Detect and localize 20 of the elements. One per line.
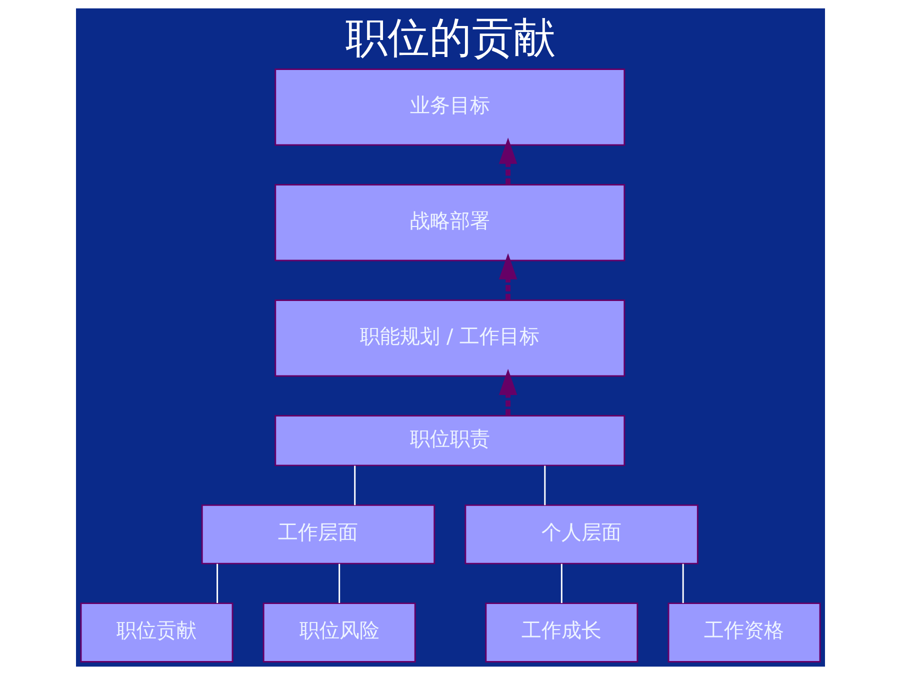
connector	[560, 564, 562, 604]
arrow	[498, 368, 517, 416]
node-box: 职位贡献	[80, 602, 233, 662]
connector	[216, 564, 218, 604]
node-box: 战略部署	[274, 184, 625, 262]
node-box: 工作层面	[200, 504, 435, 564]
node-box: 职能规划 / 工作目标	[274, 300, 625, 377]
connector	[682, 564, 684, 604]
connector	[338, 564, 340, 604]
connector	[544, 466, 546, 506]
arrow	[498, 253, 517, 300]
node-box: 个人层面	[464, 504, 698, 564]
arrow	[498, 138, 517, 184]
diagram-title: 职位的贡献	[345, 13, 555, 62]
connector	[354, 466, 356, 506]
node-box: 职位风险	[262, 602, 416, 662]
node-box: 工作资格	[667, 602, 820, 662]
node-box: 职位职责	[274, 415, 625, 466]
node-box: 工作成长	[484, 602, 638, 662]
node-box: 业务目标	[274, 68, 625, 146]
